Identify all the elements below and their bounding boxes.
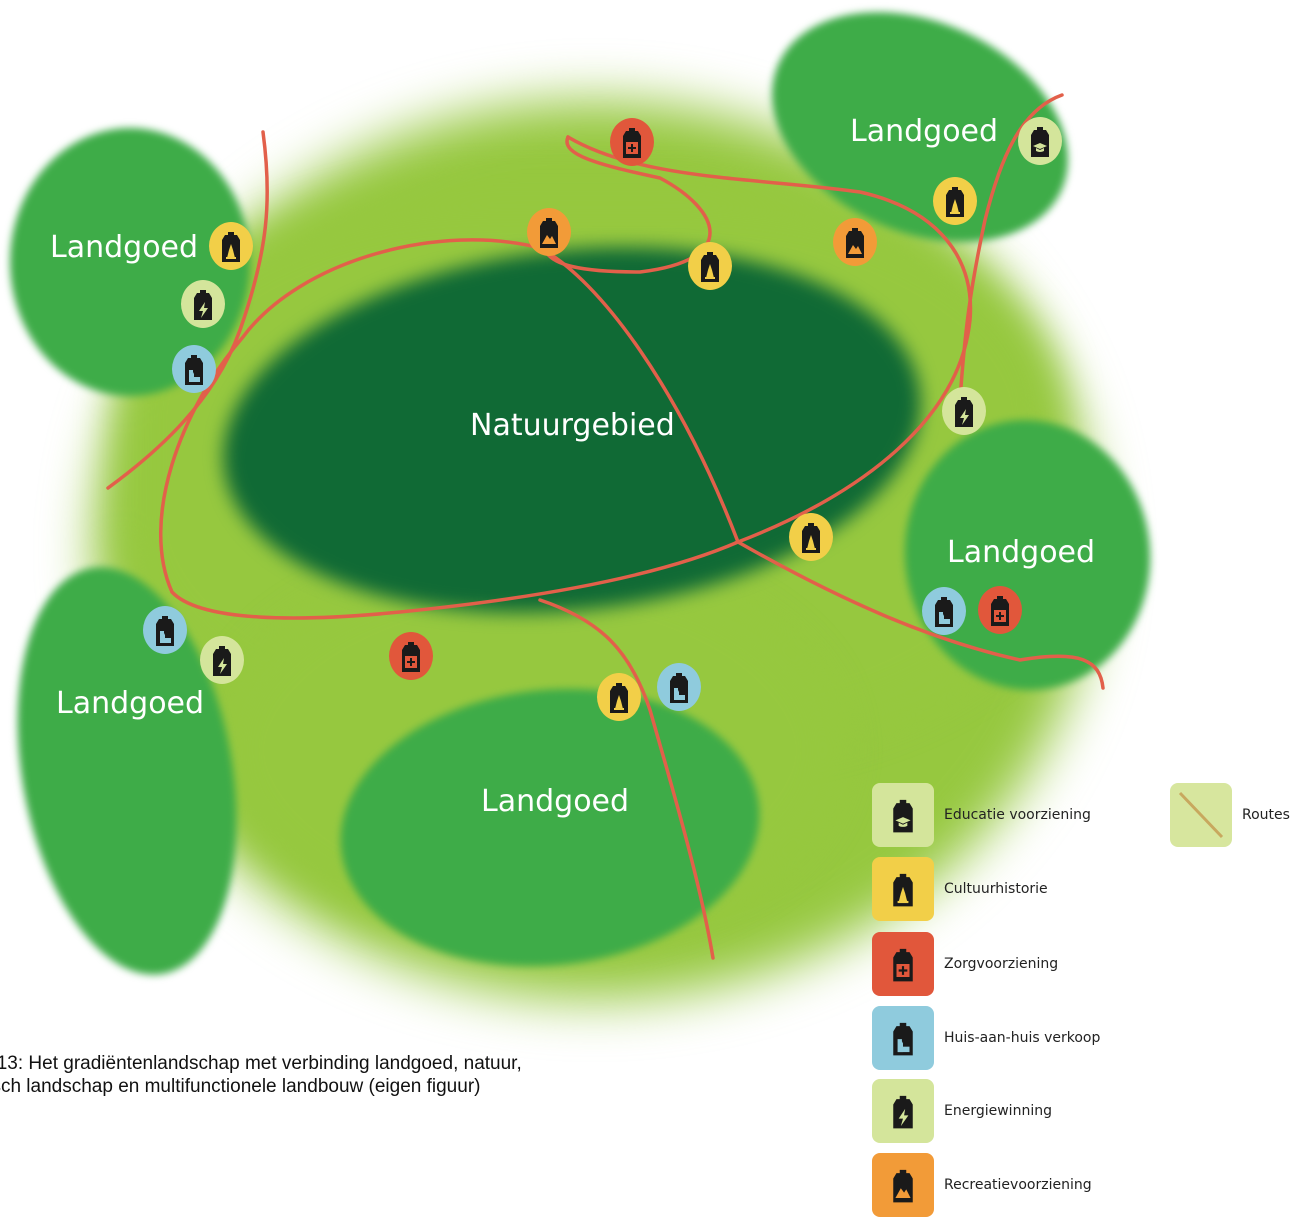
route-east-loop [566,135,1105,690]
estate-southwest-label: Landgoed [56,686,205,721]
route-north-loop [543,135,712,274]
tent-icon [540,218,558,248]
legend-recreation-label: Recreatievoorziening [944,1177,1092,1193]
route-west-diagonal [106,130,270,490]
route-line-icon [1170,783,1232,847]
legend-energy-label: Energiewinning [944,1103,1052,1119]
legend-sales: Huis-aan-huis verkoop [872,1006,1100,1070]
medical-cross-icon [872,932,934,996]
tent-icon [846,228,864,258]
culture-marker [688,242,732,290]
milk-bottle-icon [670,673,688,703]
culture-marker [209,222,253,270]
education-icon [872,783,934,847]
lightning-icon [893,1095,913,1129]
sales-marker [172,345,216,393]
education-marker [1018,117,1062,165]
nature-label: Natuurgebied [470,408,675,443]
caption-line-2: rarisch landschap en multifunctionele la… [0,1076,481,1097]
lightning-icon [872,1079,934,1143]
culture-marker [789,513,833,561]
legend-sales-label: Huis-aan-huis verkoop [944,1030,1101,1046]
care-marker [389,632,433,680]
caption-line-1: uur 13: Het gradiëntenlandschap met verb… [0,1053,522,1074]
estate-south-label: Landgoed [481,784,630,819]
graduation-cap-icon [1031,127,1049,157]
lightning-icon [194,290,212,320]
medical-cross-icon [402,642,420,672]
monument-icon [701,252,719,282]
monument-icon [610,683,628,713]
monument-icon [802,523,820,553]
estate-northwest [10,128,250,396]
sales-marker [922,587,966,635]
legend-recreation: Recreatievoorziening [872,1153,1092,1217]
energy-marker [200,636,244,684]
route-south [538,598,715,960]
route-inner-loop [159,238,741,620]
legend-education-label: Educatie voorziening [944,807,1091,823]
monument-icon [222,232,240,262]
monument-icon [946,187,964,217]
legend-education: Educatie voorziening [872,783,1091,847]
legend-energy: Energiewinning [872,1079,1052,1143]
tent-icon [872,1153,934,1217]
legend-care-label: Zorgvoorziening [944,956,1059,972]
legend-culture: Cultuurhistorie [872,857,1048,921]
estate-northeast-label: Landgoed [850,114,999,149]
care-marker [610,118,654,166]
milk-bottle-icon [185,355,203,385]
monument-icon [893,873,913,907]
legend-care: Zorgvoorziening [872,932,1058,996]
care-marker [978,586,1022,634]
legend-culture-label: Cultuurhistorie [944,881,1048,897]
legend-routes-label: Routes [1242,807,1290,823]
legend-routes: Routes [1170,783,1290,847]
route-line-glyph [1178,791,1224,839]
energy-marker [181,280,225,328]
recreation-marker [527,208,571,256]
milk-bottle-icon [893,1022,913,1056]
estate-northwest-label: Landgoed [50,230,199,265]
culture-marker [933,177,977,225]
graduation-cap-icon [893,799,913,833]
lightning-icon [955,397,973,427]
tent-icon [893,1169,913,1203]
recreation-marker [833,218,877,266]
milk-bottle-icon [156,616,174,646]
medical-cross-icon [623,128,641,158]
sales-marker [657,663,701,711]
monument-icon [872,857,934,921]
sales-marker [143,606,187,654]
figure-caption: uur 13: Het gradiëntenlandschap met verb… [0,1052,784,1098]
medical-cross-icon [893,948,913,982]
energy-marker [942,387,986,435]
milk-bottle-icon [935,597,953,627]
culture-marker [597,673,641,721]
lightning-icon [213,646,231,676]
medical-cross-icon [991,596,1009,626]
estate-east-label: Landgoed [947,535,1096,570]
milk-bottle-icon [872,1006,934,1070]
